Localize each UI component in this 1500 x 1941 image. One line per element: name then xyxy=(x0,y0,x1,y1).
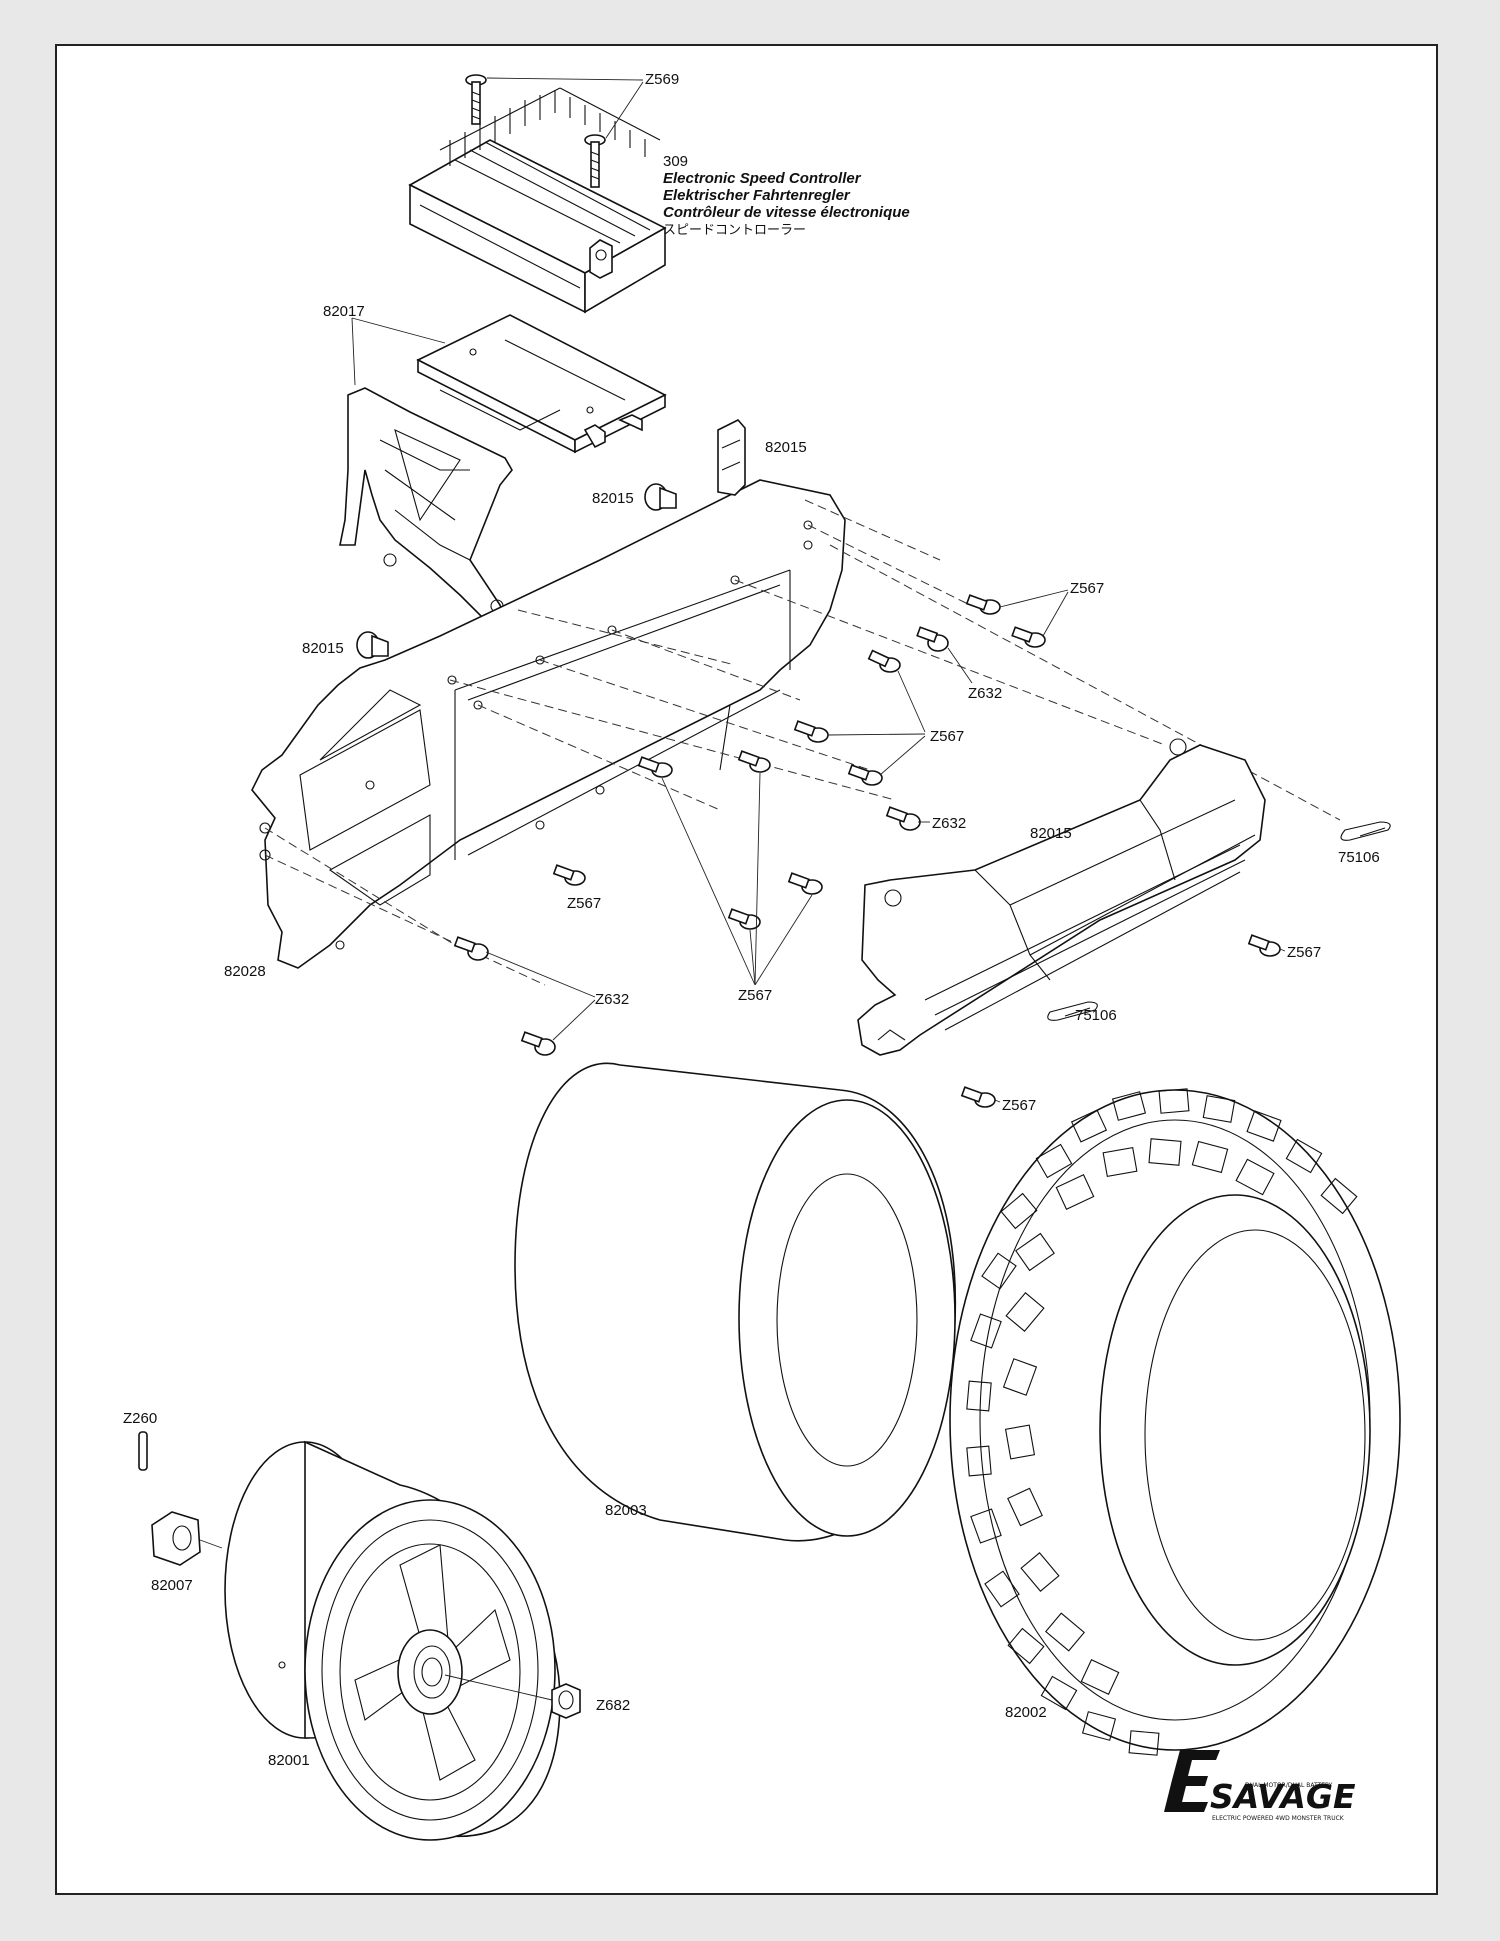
battery-holder-part xyxy=(857,738,1266,1056)
bushing-82015-lower xyxy=(356,631,389,659)
screw-z567-top-2 xyxy=(1011,626,1046,648)
label-esc-jp: スピードコントローラー xyxy=(663,223,806,238)
label-82015-a: 82015 xyxy=(765,439,807,456)
e-savage-logo: SAVAGE DUAL MOTOR/DUAL BATTERY ELECTRIC … xyxy=(1164,1750,1356,1822)
screw-z567-lower-2 xyxy=(727,908,761,930)
screw-z632-lower-2 xyxy=(520,1031,556,1056)
screw-z567-lower-3 xyxy=(787,872,823,895)
screw-z567-mid-2 xyxy=(793,720,829,743)
label-82002: 82002 xyxy=(1005,1704,1047,1721)
label-82015-c: 82015 xyxy=(302,640,344,657)
label-z567-f: Z567 xyxy=(1002,1097,1036,1114)
label-82007: 82007 xyxy=(151,1577,193,1594)
label-z567-e: Z567 xyxy=(738,987,772,1004)
screw-z632-top xyxy=(916,626,949,652)
screw-z567-mid-4 xyxy=(637,756,673,778)
screw-z567-lower-1 xyxy=(552,864,586,886)
pin-z260-part xyxy=(138,1431,148,1471)
speed-controller-part xyxy=(408,74,667,314)
foam-insert-part xyxy=(514,1062,957,1542)
alignment-lines xyxy=(264,499,1341,986)
screw-z567-right-2 xyxy=(960,1086,996,1108)
chassis-plate-part xyxy=(251,479,846,969)
label-82017: 82017 xyxy=(323,303,365,320)
bushing-82015-left xyxy=(644,483,677,511)
label-82028: 82028 xyxy=(224,963,266,980)
body-clip-75106-center xyxy=(1047,1001,1098,1021)
label-82003: 82003 xyxy=(605,1502,647,1519)
label-z632-c: Z632 xyxy=(595,991,629,1008)
label-z567-a: Z567 xyxy=(1070,580,1104,597)
label-82015-b: 82015 xyxy=(592,490,634,507)
label-z260: Z260 xyxy=(123,1410,157,1427)
wheel-part xyxy=(224,1440,561,1841)
label-z682: Z682 xyxy=(596,1697,630,1714)
clip-82015-top xyxy=(717,419,746,496)
label-esc-de: Elektrischer Fahrtenregler xyxy=(663,187,851,204)
screw-z569-right xyxy=(584,134,606,188)
tire-tread-blocks xyxy=(966,1088,1358,1756)
label-z567-b: Z567 xyxy=(930,728,964,745)
esc-plate-part xyxy=(416,314,667,454)
label-z567-d: Z567 xyxy=(1287,944,1321,961)
nut-z682-part xyxy=(551,1683,581,1719)
hex-hub-82007-part xyxy=(151,1511,201,1566)
logo-name: SAVAGE xyxy=(1210,1777,1356,1816)
logo-top-line: DUAL MOTOR/DUAL BATTERY xyxy=(1245,1782,1333,1789)
label-z632-a: Z632 xyxy=(968,685,1002,702)
screw-z567-mid-5 xyxy=(737,750,771,773)
label-82015-d: 82015 xyxy=(1030,825,1072,842)
tire-part xyxy=(949,1088,1401,1756)
body-clip-75106-right xyxy=(1340,821,1391,841)
screw-z567-right-1 xyxy=(1247,934,1281,957)
label-75106-b: 75106 xyxy=(1075,1007,1117,1024)
label-esc-en: Electronic Speed Controller xyxy=(663,170,862,187)
label-esc-fr: Contrôleur de vitesse électronique xyxy=(663,204,910,221)
label-82001: 82001 xyxy=(268,1752,310,1769)
screw-z632-lower-1 xyxy=(453,936,489,961)
label-309: 309 xyxy=(663,153,688,170)
label-z567-c: Z567 xyxy=(567,895,601,912)
logo-bottom-line: ELECTRIC POWERED 4WD MONSTER TRUCK xyxy=(1212,1815,1345,1822)
label-z632-b: Z632 xyxy=(932,815,966,832)
screw-z567-mid-1 xyxy=(867,649,901,673)
support-bracket-part xyxy=(339,387,513,626)
screw-z567-mid-3 xyxy=(847,764,883,786)
screw-z569-left xyxy=(465,74,487,125)
label-z569: Z569 xyxy=(645,71,679,88)
leader-lines xyxy=(485,589,1286,1103)
screw-z567-top-1 xyxy=(965,594,1001,615)
label-75106-a: 75106 xyxy=(1338,849,1380,866)
screw-z632-mid xyxy=(885,806,921,831)
